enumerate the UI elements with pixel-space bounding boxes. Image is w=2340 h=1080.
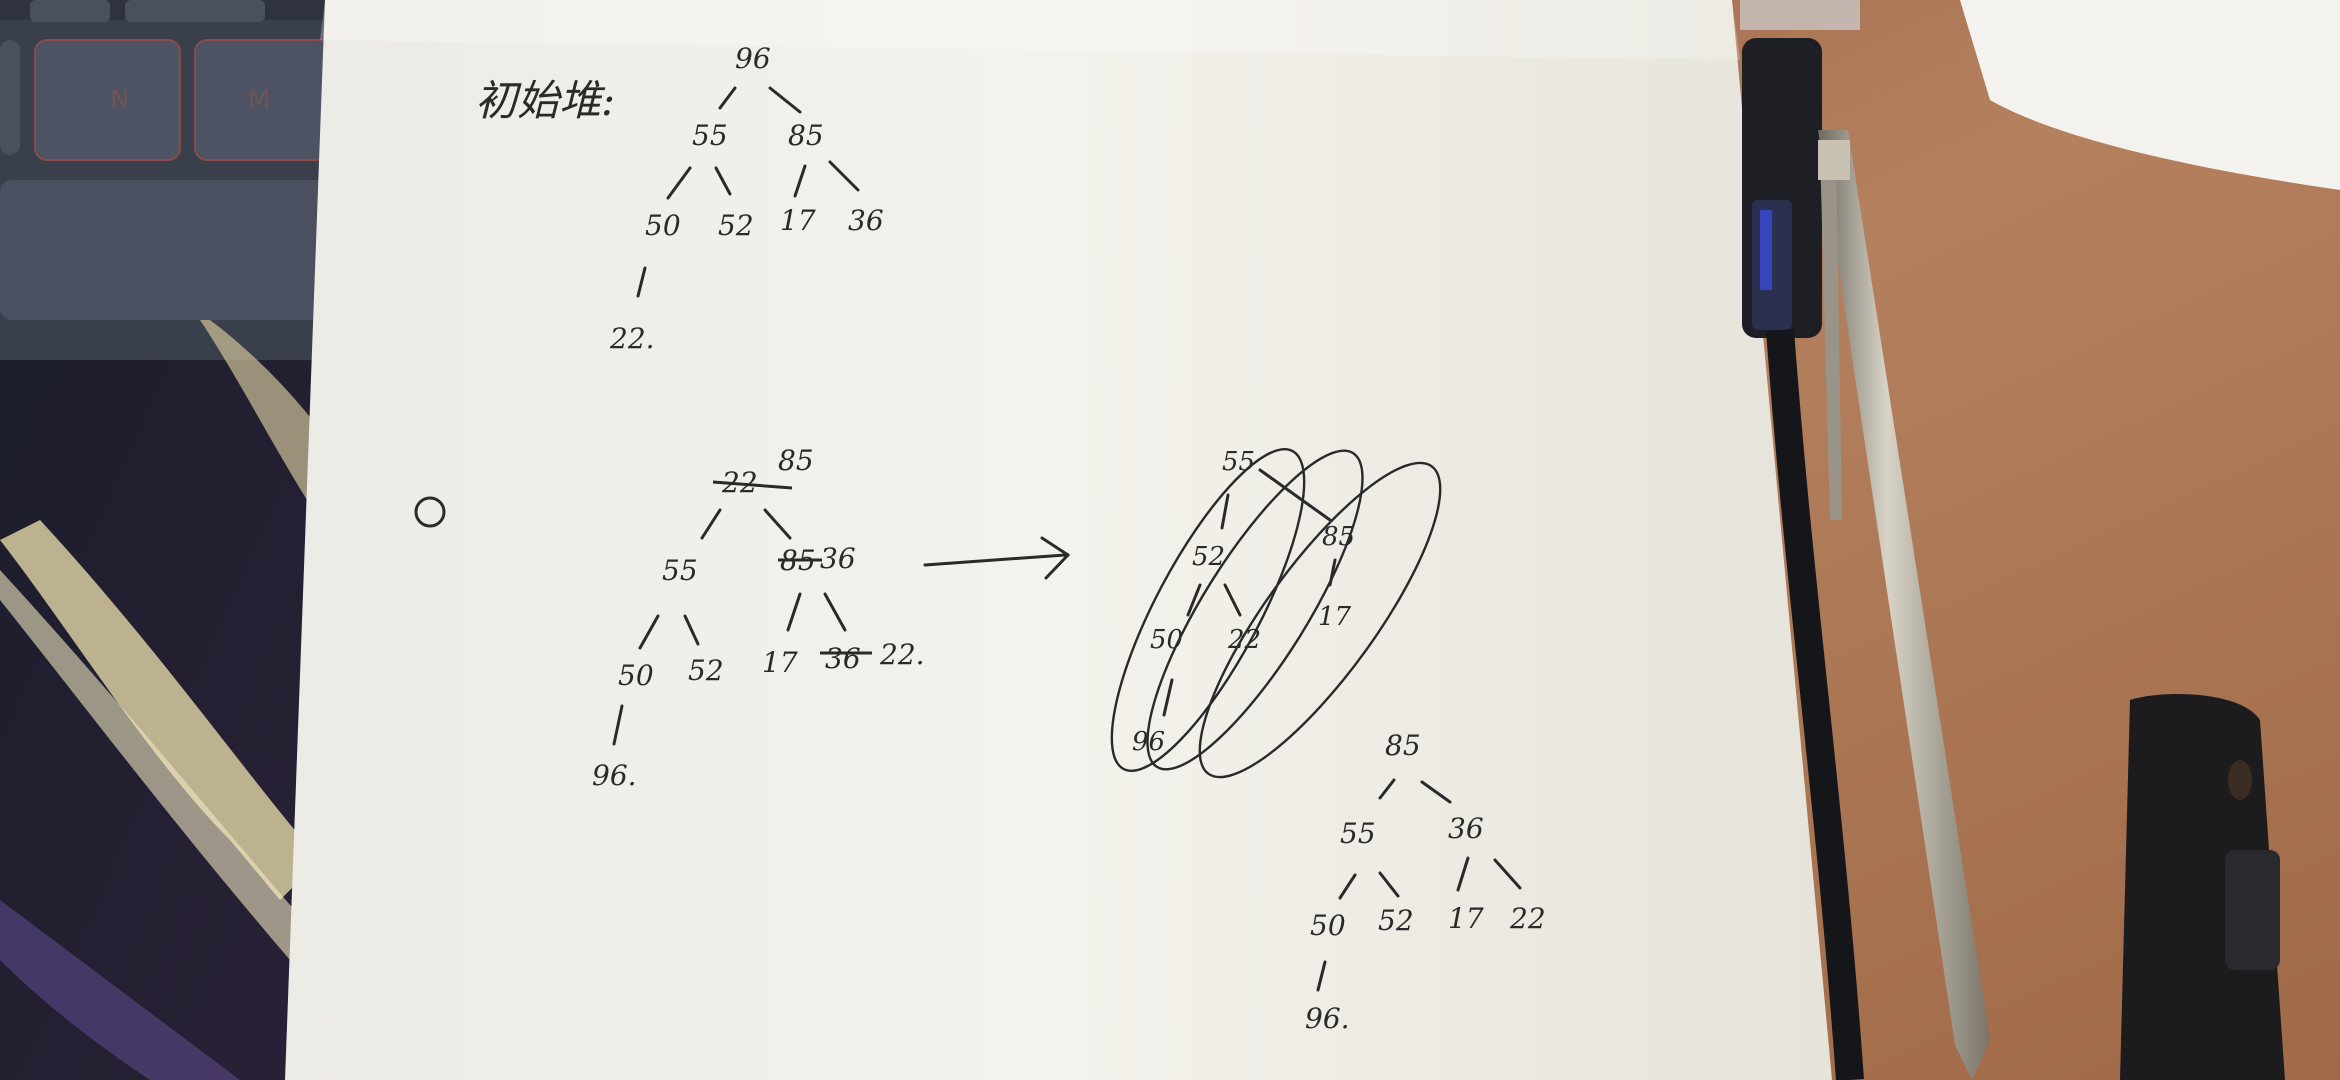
initial-heap: 96 55 85 50 52 17 36 22. [609,42,884,355]
step-marker [414,496,446,528]
step1-right-struck: 85 [780,544,816,577]
final-heap: 85 55 36 50 52 17 22 96. [1305,729,1546,1035]
step1-root-new: 85 [778,444,814,477]
keyboard-spacebar [0,180,330,320]
step1-node-55: 55 [662,554,698,587]
step1-right-new: 36 [820,542,856,575]
step1-node-50: 50 [618,659,654,692]
scratch-node-85: 85 [1322,522,1355,552]
keyboard: N M [0,0,331,360]
scratch-node-22: 22 [1227,625,1261,655]
step1-leaf-struck: 36 [825,642,861,675]
scratch-node-17: 17 [1318,602,1352,632]
keyboard-key-m-label: M [248,85,270,115]
initial-node-22: 22. [609,322,655,355]
final-node-52: 52 [1378,904,1414,937]
initial-node-50: 50 [645,209,681,242]
paper-sheet [285,0,1832,1080]
step1-root-struck: 22 [721,466,758,499]
scratch-loops [712,448,1442,779]
final-node-50: 50 [1310,909,1346,942]
final-node-22: 22 [1509,902,1546,935]
initial-node-85: 85 [788,119,824,152]
step1-node-52: 52 [688,654,724,687]
initial-node-96: 96 [735,42,771,75]
step1-node-17: 17 [762,646,798,679]
heap-heading: 初始堆: [475,76,615,125]
scratch-node-96: 96 [1132,727,1165,757]
scratch-node-52: 52 [1192,542,1225,572]
initial-node-36: 36 [848,204,884,237]
artwork-mousepad [0,320,320,1080]
initial-node-55: 55 [692,119,728,152]
step1-tree: 22 85 55 85 36 50 52 17 36 22. 96. [592,444,925,792]
step-label: ① [413,493,447,534]
final-node-36: 36 [1448,812,1484,845]
step1-node-96: 96. [592,759,637,792]
final-node-85: 85 [1385,729,1421,762]
keyboard-key-n-label: N [110,85,129,115]
paper-corner-right [1960,0,2340,190]
marker-black [2120,694,2285,1080]
initial-node-52: 52 [718,209,754,242]
scratch-tree: 55 52 85 50 22 17 96 [1132,447,1355,757]
initial-node-17: 17 [780,204,816,237]
scratch-node-55: 55 [1222,447,1255,477]
tree-edges [612,86,1522,992]
usb-device [1740,0,1864,1080]
final-node-55: 55 [1340,817,1376,850]
scratch-node-50: 50 [1150,625,1183,655]
final-node-17: 17 [1448,902,1484,935]
keyboard-key-n [34,39,181,161]
final-node-96: 96. [1305,1002,1350,1035]
pen-metal [1818,130,1990,1080]
step1-leaf-new: 22. [879,638,925,671]
